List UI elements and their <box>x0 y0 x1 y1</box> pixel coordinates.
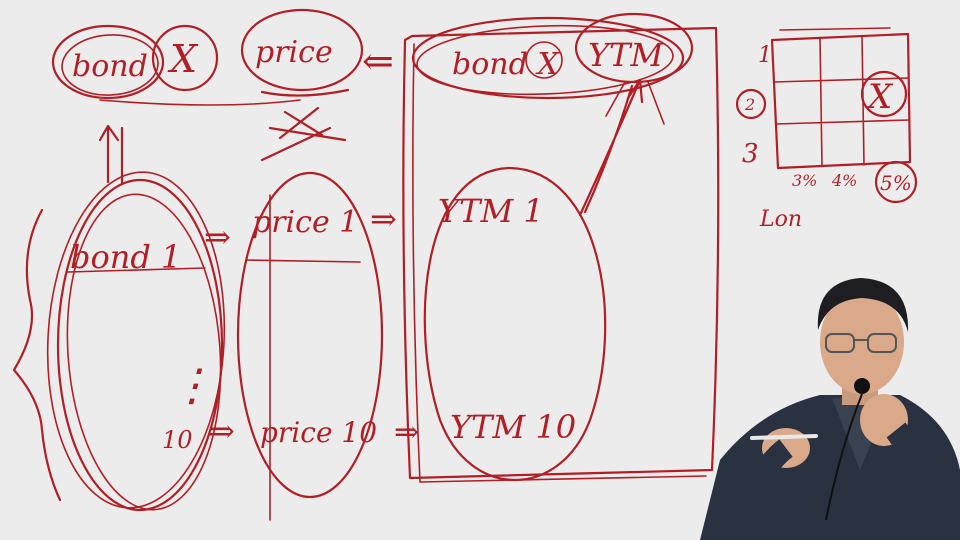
presenter-left-arm <box>750 439 793 486</box>
col-label-1: 3% <box>792 171 817 190</box>
arrow-1: ⇒ <box>204 218 231 256</box>
right-box-double <box>412 43 707 483</box>
x-mark: X <box>167 37 199 81</box>
crossed-arrow <box>260 106 347 162</box>
pen-icon <box>750 434 818 440</box>
bondx-ytm-oval-2 <box>416 24 674 96</box>
ytm-last: YTM 10 <box>450 408 576 446</box>
price-first: price 1 <box>252 205 358 240</box>
bondx-label: bond X <box>452 47 560 82</box>
col-label-3: 5% <box>880 171 912 195</box>
presenter-head <box>820 290 904 394</box>
glasses-icon <box>825 333 897 353</box>
right-box <box>402 26 720 480</box>
bond-label: bond <box>72 49 148 84</box>
top-row: bond X price ⇐ bond X YTM <box>51 8 720 483</box>
price-column-oval <box>236 171 384 499</box>
up-arrow <box>98 124 124 186</box>
arrow-left: ⇐ <box>362 39 394 83</box>
grid-top-line <box>779 27 891 31</box>
price-oval <box>240 8 364 92</box>
col-label-3-circle <box>874 160 918 204</box>
ytm-label: YTM <box>588 36 664 74</box>
presenter-hair <box>817 278 909 332</box>
row-label-1: 1 <box>758 43 772 68</box>
microphone-icon <box>825 378 870 521</box>
ytm-pointer <box>605 81 665 125</box>
arrow-4: ⇒ <box>394 415 419 450</box>
price-label: price <box>255 35 333 70</box>
row-label-2: 2 <box>744 95 755 114</box>
bond-first-underline <box>67 267 206 273</box>
grid-x-mark: X <box>865 77 894 117</box>
bond-column-oval <box>56 178 224 512</box>
bottom-row: bond 1 ⋮ 10 ⇒ ⇒ price 1 price 10 ⇒ ⇒ YTM… <box>12 78 644 521</box>
bond-column-oval-3 <box>46 171 226 509</box>
price-first-underline <box>245 259 361 263</box>
price-underline <box>260 88 350 97</box>
bondx-x-circle <box>525 41 563 79</box>
dots: ⋮ <box>170 360 214 411</box>
bond-last: 10 <box>162 426 193 454</box>
x-circle <box>151 24 219 92</box>
ytm-up-arrow <box>578 78 644 217</box>
arrow-2: ⇒ <box>370 200 397 238</box>
ytm-first: YTM 1 <box>438 192 544 230</box>
rating-grid: X 1 2 3 3% 4% 5% Lon <box>735 27 918 232</box>
bond-column-oval-2 <box>66 193 222 511</box>
arrow-3: ⇒ <box>208 412 235 450</box>
ytm-egg <box>423 166 607 481</box>
col-label-2: 4% <box>831 171 857 190</box>
top-connector <box>99 99 301 106</box>
bond-oval-inner <box>61 34 159 96</box>
left-brace <box>12 208 62 502</box>
ytm-oval <box>574 12 694 84</box>
grid-x-circle <box>860 70 908 118</box>
bond-oval <box>51 24 165 100</box>
presenter-right-arm <box>886 422 932 484</box>
row-label-2-circle <box>735 88 767 120</box>
price-last: price 10 <box>260 416 377 449</box>
grid-note: Lon <box>759 207 802 232</box>
presenter <box>700 278 960 540</box>
row-label-3: 3 <box>742 139 759 169</box>
